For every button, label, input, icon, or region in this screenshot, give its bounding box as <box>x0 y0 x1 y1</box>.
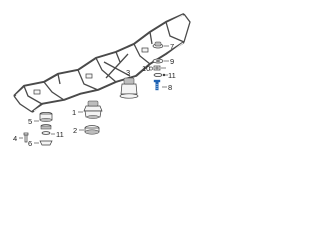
callout-1: 1 <box>72 108 76 117</box>
part-collar-11 <box>153 73 163 77</box>
callout-7: 7 <box>170 42 174 51</box>
part-body-mount-1 <box>83 100 103 119</box>
callout-labels: 1 2 3 4 5 6 7 8 9 10 11 11 <box>13 42 176 147</box>
callout-6: 6 <box>28 139 32 147</box>
part-spacer-5 <box>39 112 53 130</box>
part-nut-10 <box>153 65 161 71</box>
callout-11-left: 11 <box>56 130 64 139</box>
part-lower-cushion-2 <box>84 125 100 135</box>
callout-8: 8 <box>168 83 172 92</box>
part-bolt-4 <box>23 132 29 143</box>
callout-2: 2 <box>73 126 77 135</box>
frame-parts-diagram: 1 2 3 4 5 6 7 8 9 10 11 11 <box>13 12 191 147</box>
callout-10: 10 <box>142 64 150 73</box>
part-retainer-6 <box>39 140 53 146</box>
part-collar-11-left <box>41 131 51 135</box>
callout-dots <box>149 66 166 77</box>
callout-5: 5 <box>28 117 32 126</box>
callout-3: 3 <box>126 68 130 77</box>
callout-4: 4 <box>13 134 17 143</box>
vehicle-frame <box>13 12 191 113</box>
callout-11-right: 11 <box>168 71 176 80</box>
part-bolt-8-highlighted <box>153 79 161 91</box>
part-washer-9 <box>152 58 164 64</box>
callout-9: 9 <box>170 57 174 66</box>
part-cap-7 <box>152 41 164 49</box>
part-upper-mount-3 <box>119 77 139 99</box>
leader-lines <box>19 45 169 144</box>
